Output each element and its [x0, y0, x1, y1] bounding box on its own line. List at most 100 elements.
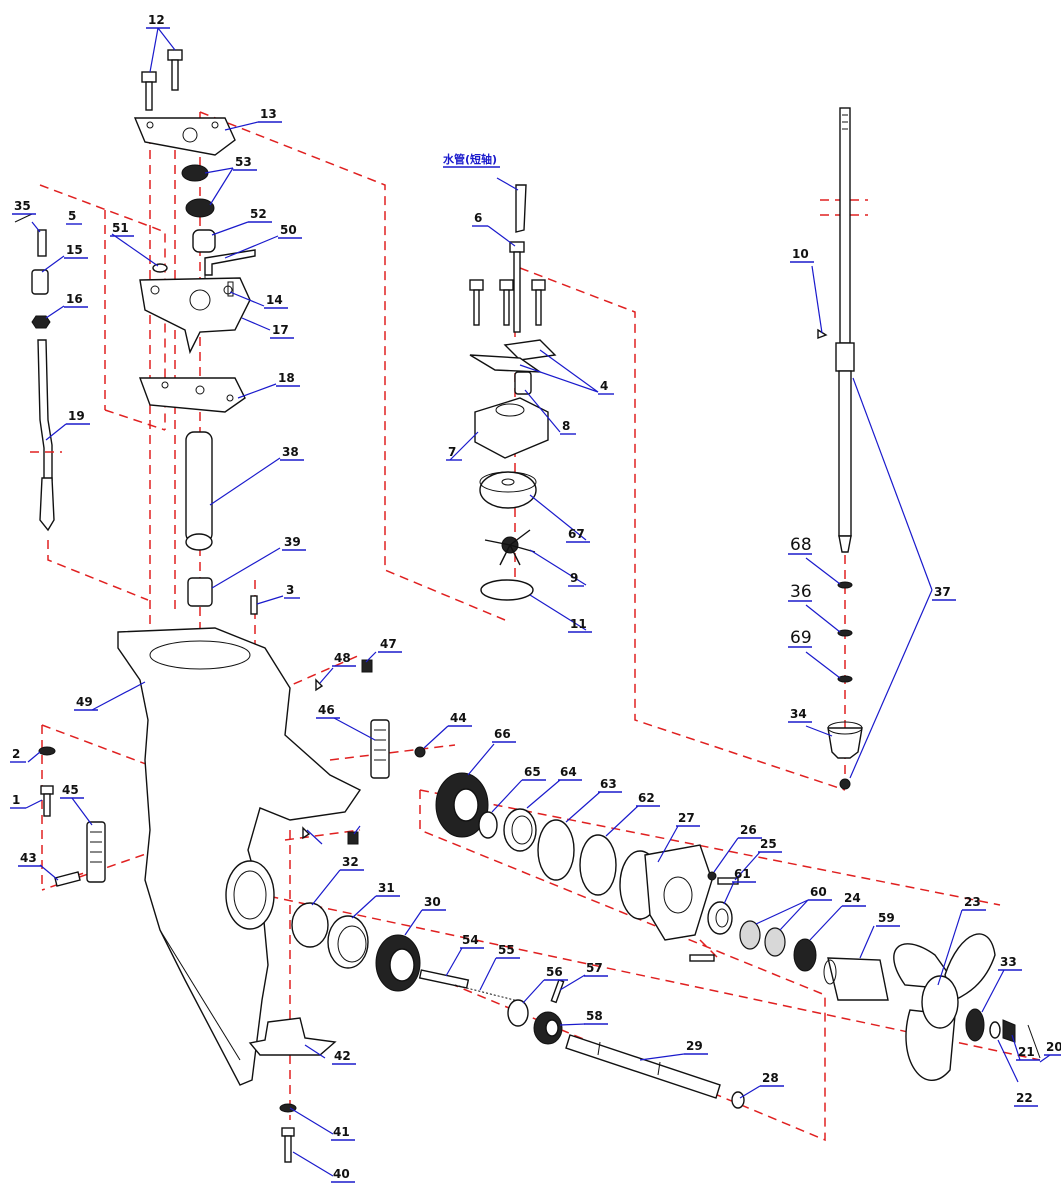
gasket-18 — [138, 377, 246, 413]
washer-41 — [279, 1103, 297, 1113]
driveshaft-37 — [839, 107, 851, 344]
plunger-54 — [418, 969, 470, 989]
callout-22: 22 — [1016, 1091, 1033, 1105]
bolt-12-a — [141, 71, 157, 111]
water-tube-short — [515, 184, 527, 233]
plate-13 — [133, 117, 236, 156]
washer-60-b — [764, 927, 786, 957]
callout-25: 25 — [760, 837, 777, 851]
callout-49: 49 — [76, 695, 93, 709]
ring-65 — [478, 811, 498, 839]
bolt-12-b — [167, 49, 183, 91]
oil-seal-housing-17 — [139, 277, 251, 355]
callout-62: 62 — [638, 791, 655, 805]
bearing-31 — [327, 915, 369, 969]
pin-57 — [550, 979, 565, 1004]
ring-36 — [837, 629, 853, 637]
washer-24 — [793, 938, 817, 972]
callout-2: 2 — [12, 747, 20, 761]
seal-53-a — [181, 164, 209, 182]
callout-51: 51 — [112, 221, 129, 235]
pump-housing-7 — [474, 397, 549, 459]
callout-64: 64 — [560, 765, 577, 779]
callout-29: 29 — [686, 1039, 703, 1053]
callout-14: 14 — [266, 293, 283, 307]
callout-46: 46 — [318, 703, 335, 717]
callout-43: 43 — [20, 851, 37, 865]
callout-63: 63 — [600, 777, 617, 791]
callout-1: 1 — [12, 793, 20, 807]
callout-20: 20 — [1046, 1040, 1061, 1054]
thrust-hub-59 — [827, 957, 889, 1001]
bearing-housing-27 — [619, 844, 713, 941]
callout-12: 12 — [148, 13, 165, 27]
washer-51 — [152, 263, 168, 273]
callout-44: 44 — [450, 711, 467, 725]
screw-48-a — [315, 678, 324, 692]
ring-56 — [507, 999, 529, 1027]
callout-53: 53 — [235, 155, 252, 169]
callout-50: 50 — [280, 223, 297, 237]
callout-54: 54 — [462, 933, 479, 947]
callout-26: 26 — [740, 823, 757, 837]
callout-10: 10 — [792, 247, 809, 261]
ring-68 — [837, 581, 853, 589]
nut-47-b — [347, 831, 359, 845]
nut-47-a — [361, 659, 373, 673]
callout-35: 35 — [14, 199, 31, 213]
callout-57: 57 — [586, 961, 603, 975]
callout-66: 66 — [494, 727, 511, 741]
water-tube-annotation: 水管(短轴) — [443, 152, 497, 166]
anode-46 — [370, 719, 390, 779]
callout-39: 39 — [284, 535, 301, 549]
callout-28: 28 — [762, 1071, 779, 1085]
bearing-61 — [707, 901, 733, 935]
callout-23: 23 — [964, 895, 981, 909]
bolt-1 — [40, 785, 54, 817]
bracket-50 — [204, 249, 256, 276]
washer-26 — [707, 871, 717, 881]
callout-33: 33 — [1000, 955, 1017, 969]
plate-42 — [248, 1017, 337, 1056]
callout-42: 42 — [334, 1049, 351, 1063]
callout-34: 34 — [790, 707, 807, 721]
callout-32: 32 — [342, 855, 359, 869]
callout-55: 55 — [498, 943, 515, 957]
ring-32 — [291, 902, 329, 948]
bushing-52 — [192, 229, 216, 253]
callout-3: 3 — [286, 583, 294, 597]
lower-unit-housing-49 — [117, 627, 362, 1086]
callout-9: 9 — [570, 571, 578, 585]
callout-13: 13 — [260, 107, 277, 121]
propeller-shaft-29 — [565, 1034, 721, 1099]
callout-61: 61 — [734, 867, 751, 881]
cotter-pin-20 — [1027, 1024, 1041, 1059]
callout-7: 7 — [448, 445, 456, 459]
seal-53-b — [185, 198, 215, 218]
callout-68: 68 — [790, 535, 812, 555]
callout-58: 58 — [586, 1009, 603, 1023]
callout-19: 19 — [68, 409, 85, 423]
o-ring-63 — [537, 819, 575, 881]
o-ring-11 — [480, 579, 534, 601]
callout-69: 69 — [790, 628, 812, 648]
liner-67 — [479, 471, 537, 509]
callout-21: 21 — [1018, 1045, 1035, 1059]
washer-60-a — [739, 920, 761, 950]
callout-24: 24 — [844, 891, 861, 905]
bushing-15 — [31, 269, 49, 295]
bolt-40 — [281, 1127, 295, 1163]
screw-43 — [54, 871, 81, 887]
bolt-25-b — [689, 954, 715, 962]
parts-artwork — [14, 49, 1041, 1163]
callout-37: 37 — [934, 585, 951, 599]
callout-48: 48 — [334, 651, 351, 665]
callout-8: 8 — [562, 419, 570, 433]
callout-45: 45 — [62, 783, 79, 797]
callout-leaders — [25, 27, 1051, 1177]
dowel-3 — [250, 595, 258, 615]
insert-8 — [514, 371, 532, 395]
propeller-23 — [893, 933, 996, 1082]
